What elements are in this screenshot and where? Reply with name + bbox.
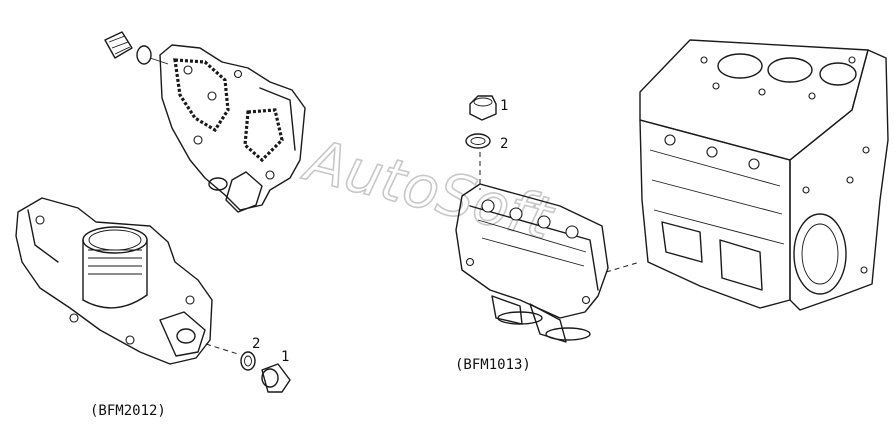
bfm1013-plug	[469, 95, 497, 121]
bfm2012-caption: (BFM2012)	[90, 403, 166, 419]
bfm1013-to-block-leader	[605, 261, 641, 273]
watermark: AutoSoft	[295, 124, 562, 254]
bfm2012-seal-ring	[240, 351, 256, 371]
bfm2012-lower-housing	[15, 197, 239, 365]
bfm1013-seal-ring	[465, 133, 491, 149]
bfm2012-callout-1: 1	[281, 349, 289, 365]
bfm1013-callout-2: 2	[500, 136, 508, 152]
svg-text:AutoSoft: AutoSoft	[296, 125, 561, 253]
bfm1013-caption: (BFM1013)	[455, 357, 531, 373]
top-seal-ring	[136, 45, 152, 65]
bfm2012-plug	[261, 363, 291, 393]
top-plug	[104, 31, 133, 59]
bfm1013-module	[455, 183, 609, 343]
engine-block	[639, 39, 889, 311]
bfm2012-callout-2: 2	[252, 336, 260, 352]
bfm1013-callout-1: 1	[500, 98, 508, 114]
bfm2012-upper-housing	[104, 31, 306, 213]
